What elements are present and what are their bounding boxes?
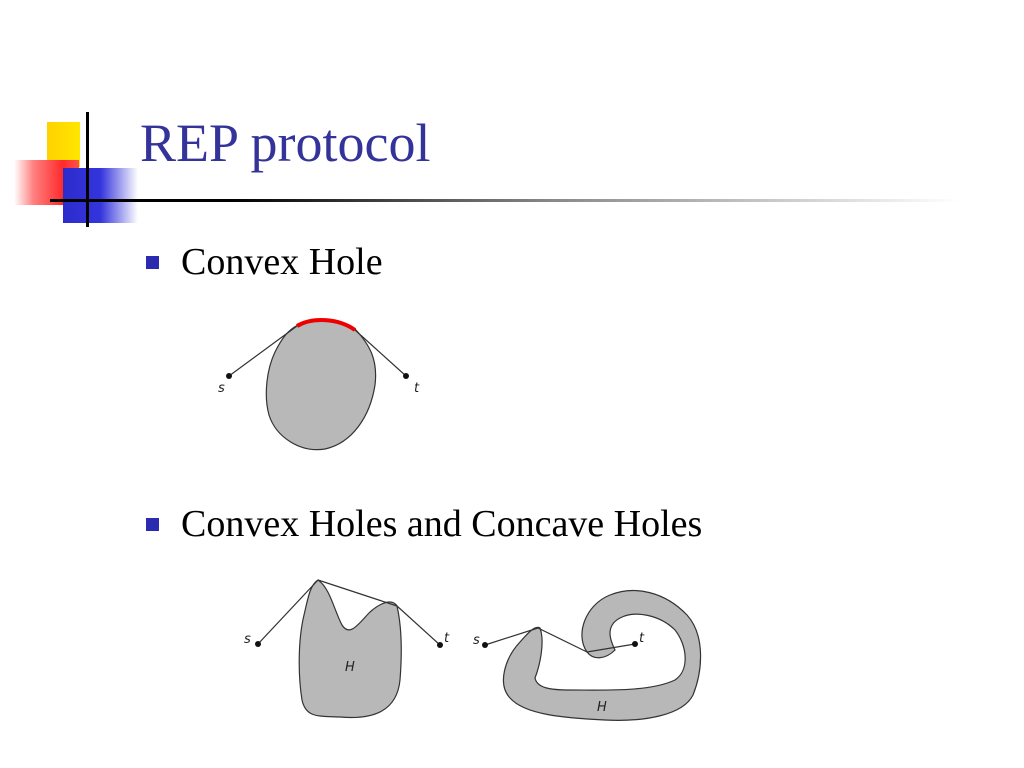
concave-hole-diagram-right: s t H bbox=[473, 589, 702, 721]
source-label: s bbox=[473, 633, 480, 648]
slide-title: REP protocol bbox=[140, 113, 431, 173]
path-line-left bbox=[228, 325, 298, 377]
path-line-1 bbox=[484, 627, 539, 646]
bullet-square-icon bbox=[146, 256, 159, 269]
target-label: t bbox=[639, 631, 645, 646]
bullet-square-icon bbox=[146, 518, 159, 531]
source-node bbox=[255, 641, 261, 647]
convex-hull-highlight bbox=[295, 318, 357, 332]
source-node bbox=[482, 642, 488, 648]
path-line-2 bbox=[537, 627, 588, 653]
path-line-3 bbox=[396, 605, 441, 646]
path-line-right bbox=[354, 329, 407, 377]
concave-hole-shape bbox=[298, 579, 402, 719]
target-node bbox=[632, 641, 638, 647]
source-label: s bbox=[218, 381, 225, 396]
title-underline bbox=[50, 199, 960, 202]
target-label: t bbox=[444, 631, 450, 646]
path-line-1 bbox=[257, 579, 319, 645]
target-node bbox=[437, 642, 443, 648]
target-node bbox=[403, 373, 409, 379]
bullet-item-convex-hole: Convex Hole bbox=[146, 240, 1006, 284]
hole-label: H bbox=[597, 700, 607, 715]
convex-hole-shape bbox=[265, 320, 377, 451]
convex-hole-figure: s t bbox=[200, 305, 440, 460]
source-node bbox=[226, 373, 232, 379]
source-label: s bbox=[244, 632, 251, 647]
hole-label: H bbox=[345, 660, 355, 675]
target-label: t bbox=[414, 381, 420, 396]
path-line-2 bbox=[317, 579, 398, 607]
concave-hole-figure-right: s t H bbox=[465, 580, 715, 730]
bullet-text: Convex Hole bbox=[181, 241, 383, 283]
concave-hole-figure-left: s t H bbox=[230, 570, 470, 730]
logo-yellow-square bbox=[47, 122, 80, 167]
corner-logo bbox=[0, 0, 140, 240]
logo-vertical-line bbox=[86, 112, 89, 227]
logo-blue-square bbox=[63, 168, 138, 223]
bullet-item-convex-concave-holes: Convex Holes and Concave Holes bbox=[146, 502, 1006, 546]
path-line-3 bbox=[586, 643, 636, 653]
bullet-text: Convex Holes and Concave Holes bbox=[181, 503, 703, 545]
concave-hole-diagram-left: s t H bbox=[244, 579, 450, 719]
convex-hole-diagram: s t bbox=[218, 318, 420, 451]
